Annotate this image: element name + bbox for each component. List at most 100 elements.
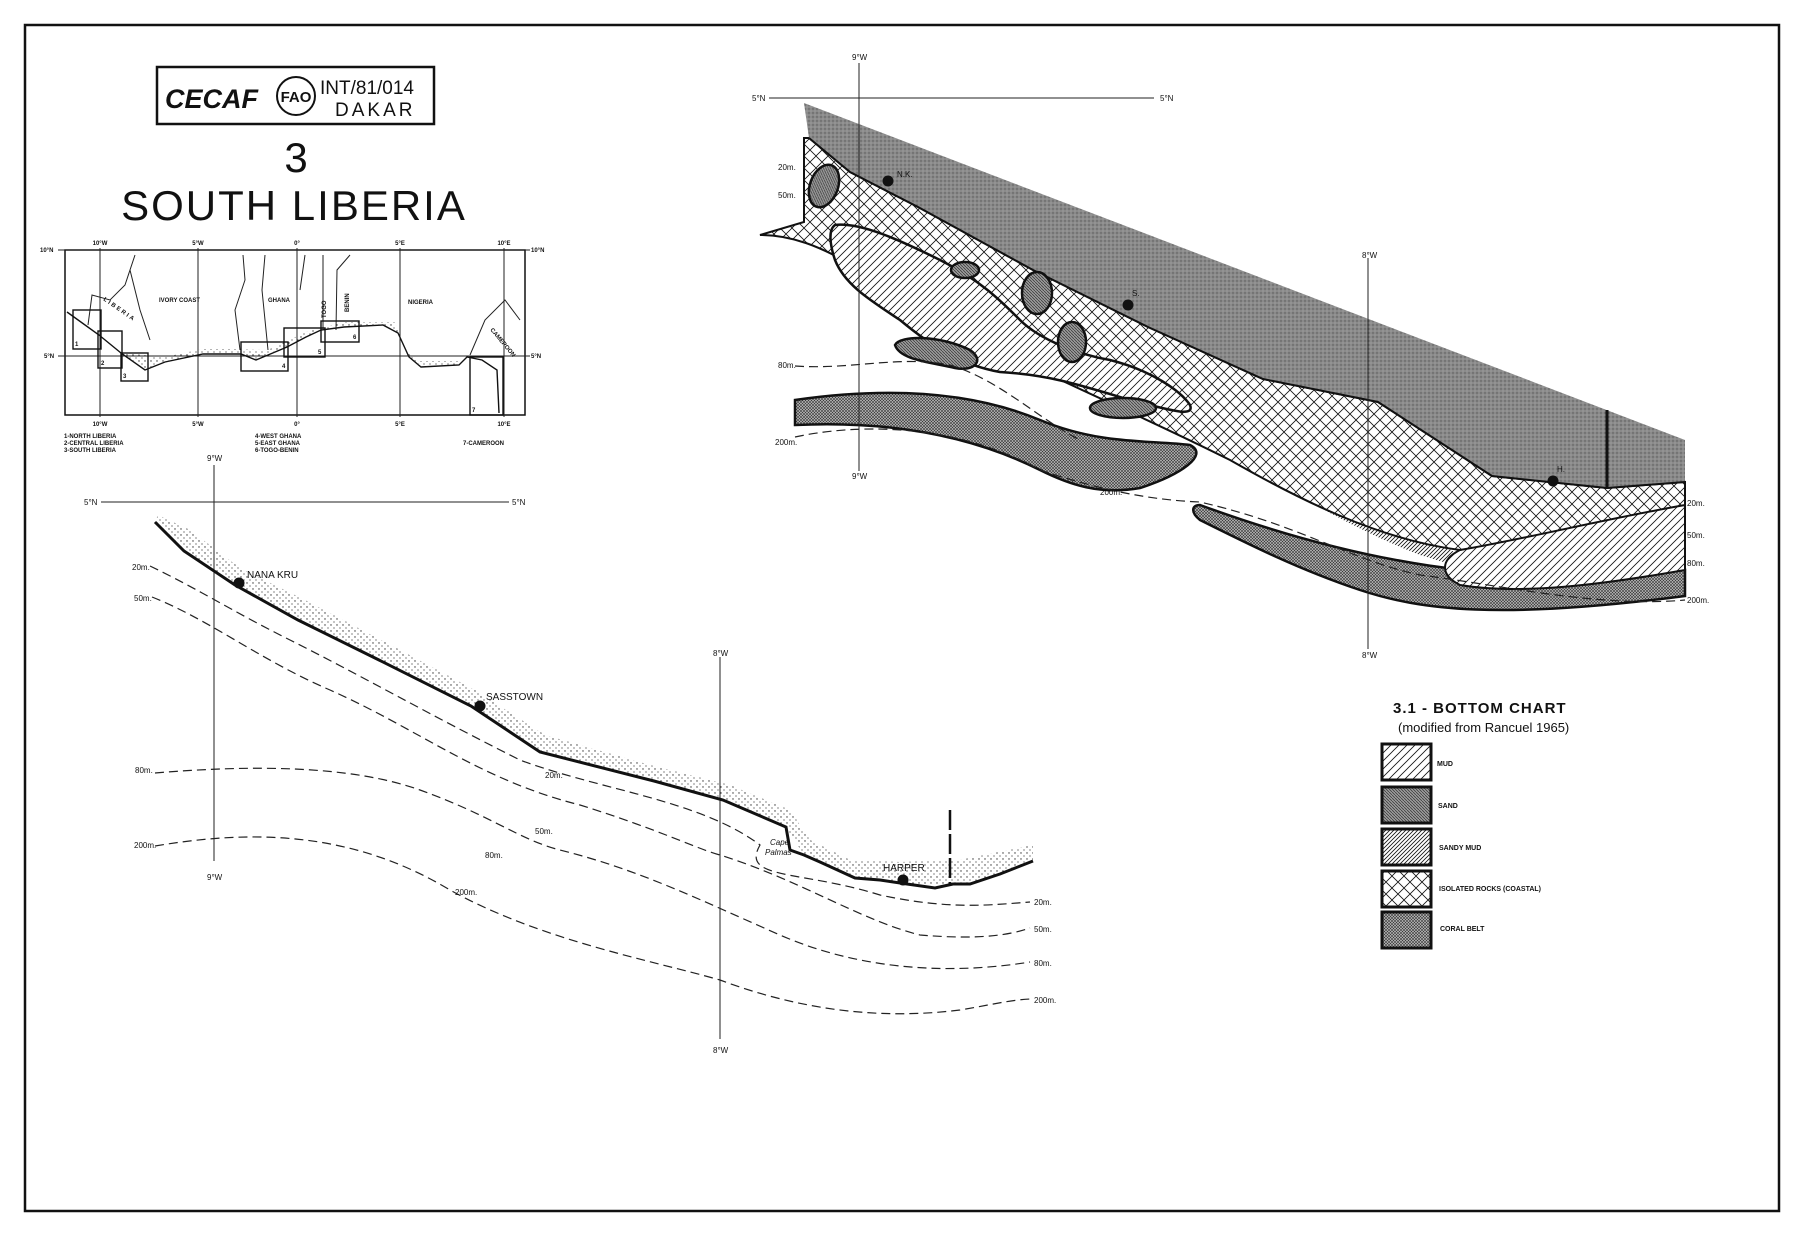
depth-label: 200m. <box>1687 596 1709 605</box>
inset-lat-label: 5°N <box>531 354 541 360</box>
depth-contour-200 <box>794 428 1686 603</box>
sand-patch <box>893 336 979 371</box>
depth-label: 20m. <box>778 163 796 172</box>
lat-label: 5°N <box>84 498 98 507</box>
depth-label: 80m. <box>485 851 503 860</box>
box-number: 2 <box>101 361 105 367</box>
inset-meridian-label: 5°E <box>395 422 405 428</box>
town-label: S. <box>1132 289 1140 298</box>
inset-meridian-label: 5°E <box>395 241 405 247</box>
land-area <box>804 103 1685 488</box>
town-marker <box>1547 475 1559 487</box>
meridian-label: 8°W <box>1362 251 1378 260</box>
fao-logo: FAO <box>276 76 316 116</box>
index-item: 3-SOUTH LIBERIA <box>64 448 117 454</box>
bottom-chart-map: N.K. S. H. 5°N 5°N 9°W 9°W 8°W 8°W 20m. … <box>752 53 1709 660</box>
inset-meridian-label: 10°W <box>93 241 108 247</box>
depth-label: 80m. <box>1034 959 1052 968</box>
sand-patch <box>1020 270 1054 316</box>
meridian-label: 9°W <box>207 454 223 463</box>
depth-label: 20m. <box>1034 898 1052 907</box>
legend-item-coral-belt: CORAL BELT <box>1380 910 1485 950</box>
depth-contour-200 <box>154 836 1031 1015</box>
country-label: GHANA <box>268 298 291 304</box>
coast-map: NANA KRU SASSTOWN HARPER Cape Palmas 5°N… <box>84 454 1056 1055</box>
index-item: 4-WEST GHANA <box>255 434 302 440</box>
sand-patch <box>807 163 841 209</box>
index-item: 6-TOGO-BENIN <box>255 448 299 454</box>
depth-label: 50m. <box>134 594 152 603</box>
depth-contour-20 <box>149 565 1031 906</box>
legend-item-sandy-mud: SANDY MUD <box>1380 827 1481 867</box>
depth-label: 20m. <box>132 563 150 572</box>
box-number: 5 <box>318 350 322 356</box>
depth-label: 80m. <box>1687 559 1705 568</box>
legend-subtitle: (modified from Rancuel 1965) <box>1398 720 1569 735</box>
depth-label: 200m. <box>775 438 797 447</box>
country-label: NIGERIA <box>408 300 434 306</box>
lat-label: 5°N <box>752 94 766 103</box>
depth-label: 50m. <box>1687 531 1705 540</box>
inset-map: 1 2 3 4 5 6 7 10°W 5°W 0° 5°E 10°E 10°W … <box>40 241 544 454</box>
inset-meridian-label: 0° <box>294 422 300 428</box>
town-marker <box>882 175 894 187</box>
sheet-number: 3 <box>284 134 307 181</box>
town-marker <box>233 577 245 589</box>
country-label: TOGO <box>322 300 328 318</box>
inset-lat-label: 10°N <box>40 248 53 254</box>
depth-contour-80 <box>794 360 1081 441</box>
coral-belt-west <box>793 391 1198 492</box>
meridian-label: 9°W <box>852 53 868 62</box>
town-label: HARPER <box>883 863 925 874</box>
project-city: DAKAR <box>335 100 415 121</box>
legend-title: 3.1 - BOTTOM CHART <box>1393 700 1567 717</box>
index-item: 2-CENTRAL LIBERIA <box>64 441 124 447</box>
legend-label: MUD <box>1437 761 1453 768</box>
depth-label: 80m. <box>135 766 153 775</box>
svg-text:FAO: FAO <box>281 89 312 106</box>
index-item: 5-EAST GHANA <box>255 441 301 447</box>
depth-label: 20m. <box>545 771 563 780</box>
depth-label: 200m. <box>1034 996 1056 1005</box>
mud-region-west <box>829 223 1192 413</box>
town-marker <box>897 874 909 886</box>
meridian-label: 9°W <box>852 472 868 481</box>
legend-item-sand: SAND <box>1380 785 1458 825</box>
org-name: CECAF <box>165 84 260 114</box>
town-label: NANA KRU <box>247 570 298 581</box>
inset-lat-label: 10°N <box>531 248 544 254</box>
legend-label: SAND <box>1438 803 1458 810</box>
header-block: CECAF FAO INT/81/014 DAKAR 3 SOUTH LIBER… <box>121 65 467 229</box>
inset-meridian-label: 5°W <box>192 241 204 247</box>
legend-label: ISOLATED ROCKS (COASTAL) <box>1439 886 1541 893</box>
depth-label: 200m. <box>134 841 156 850</box>
inset-lat-label: 5°N <box>44 354 54 360</box>
meridian-label: 8°W <box>713 1046 729 1055</box>
lat-label: 5°N <box>512 498 526 507</box>
legend-item-mud: MUD <box>1380 742 1453 782</box>
depth-label: 200m. <box>455 888 477 897</box>
depth-contour-50 <box>151 596 1031 938</box>
page-title: SOUTH LIBERIA <box>121 182 467 229</box>
index-item: 1-NORTH LIBERIA <box>64 434 117 440</box>
index-item: 7-CAMEROON <box>463 441 504 447</box>
meridian-label: 8°W <box>713 649 729 658</box>
box-number: 6 <box>353 335 357 341</box>
box-number: 3 <box>123 374 127 380</box>
cape-label: Palmas <box>765 848 792 857</box>
depth-label: 20m. <box>1687 499 1705 508</box>
depth-label: 200m. <box>1100 488 1122 497</box>
town-label: SASSTOWN <box>486 692 543 703</box>
project-code: INT/81/014 <box>320 78 414 99</box>
meridian-label: 8°W <box>1362 651 1378 660</box>
meridian-label: 9°W <box>207 873 223 882</box>
legend: 3.1 - BOTTOM CHART (modified from Rancue… <box>1380 700 1569 950</box>
town-label: H. <box>1557 465 1565 474</box>
legend-label: SANDY MUD <box>1439 845 1481 852</box>
inset-meridian-label: 5°W <box>192 422 204 428</box>
box-number: 7 <box>472 408 476 414</box>
sand-patch <box>1088 396 1158 420</box>
legend-item-isolated-rocks: ISOLATED ROCKS (COASTAL) <box>1380 869 1541 909</box>
depth-label: 50m. <box>778 191 796 200</box>
depth-label: 50m. <box>535 827 553 836</box>
